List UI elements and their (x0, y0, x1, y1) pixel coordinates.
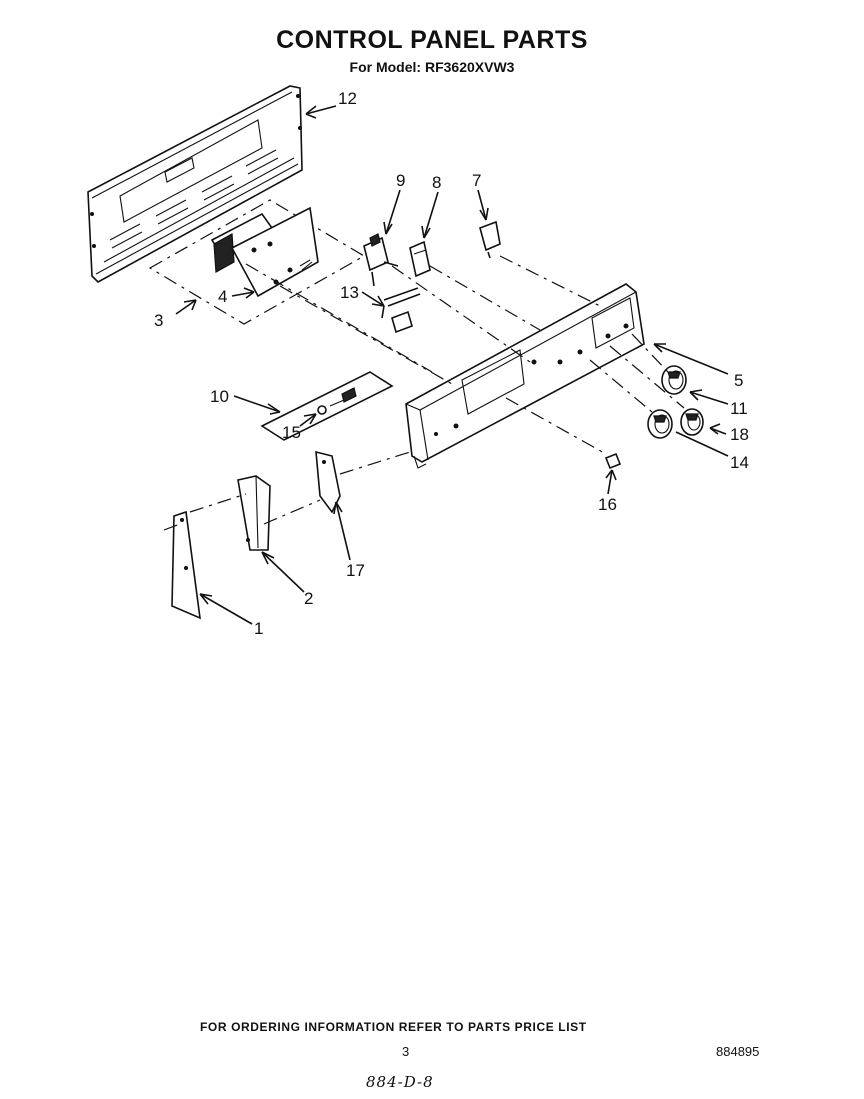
indicator-lamp-assembly (260, 371, 394, 441)
callout-5: 5 (734, 371, 743, 390)
callout-12: 14 (730, 453, 749, 472)
callout-9: 9 (396, 171, 405, 190)
control-panel-5 (405, 283, 645, 469)
model-subtitle: For Model: RF3620XVW3 (349, 59, 515, 75)
knob-18 (680, 408, 704, 436)
control-board-assembly (148, 199, 366, 325)
callout-8: 8 (432, 173, 441, 192)
callout-14: 12 (338, 89, 357, 108)
callout-18: 18 (730, 425, 749, 444)
backguard-panel (87, 85, 303, 283)
callout-17: 17 (346, 561, 365, 580)
callout-1: 1 (254, 619, 263, 638)
end-cap-2 (237, 475, 271, 551)
page-number: 3 (402, 1044, 410, 1059)
ordering-info-note: FOR ORDERING INFORMATION REFER TO PARTS … (200, 1020, 587, 1034)
exploded-parts-diagram: 12 9 8 7 13 4 3 5 10 11 15 18 14 16 17 2… (87, 85, 749, 638)
clip-16 (604, 452, 622, 470)
knob-11 (661, 365, 687, 395)
end-cap-1 (171, 510, 201, 620)
page-title: CONTROL PANEL PARTS (276, 26, 588, 54)
rotary-switch-9 (363, 233, 399, 287)
callout-3: 3 (154, 311, 163, 330)
document-number: 884895 (716, 1044, 760, 1059)
switch-7 (479, 220, 501, 259)
leader-lines (175, 105, 729, 625)
wire-harness-13 (381, 287, 421, 334)
callout-15: 15 (282, 423, 301, 442)
knob-12 (647, 409, 673, 439)
callout-16: 16 (598, 495, 617, 514)
callout-4: 4 (218, 287, 227, 306)
callout-7: 7 (472, 171, 481, 190)
callout-11: 11 (730, 399, 748, 418)
switch-8 (409, 240, 431, 278)
callout-13: 13 (340, 283, 359, 302)
callout-10: 10 (210, 387, 229, 406)
callout-2: 2 (304, 589, 313, 608)
handwritten-note: 884-D-8 (366, 1073, 434, 1091)
